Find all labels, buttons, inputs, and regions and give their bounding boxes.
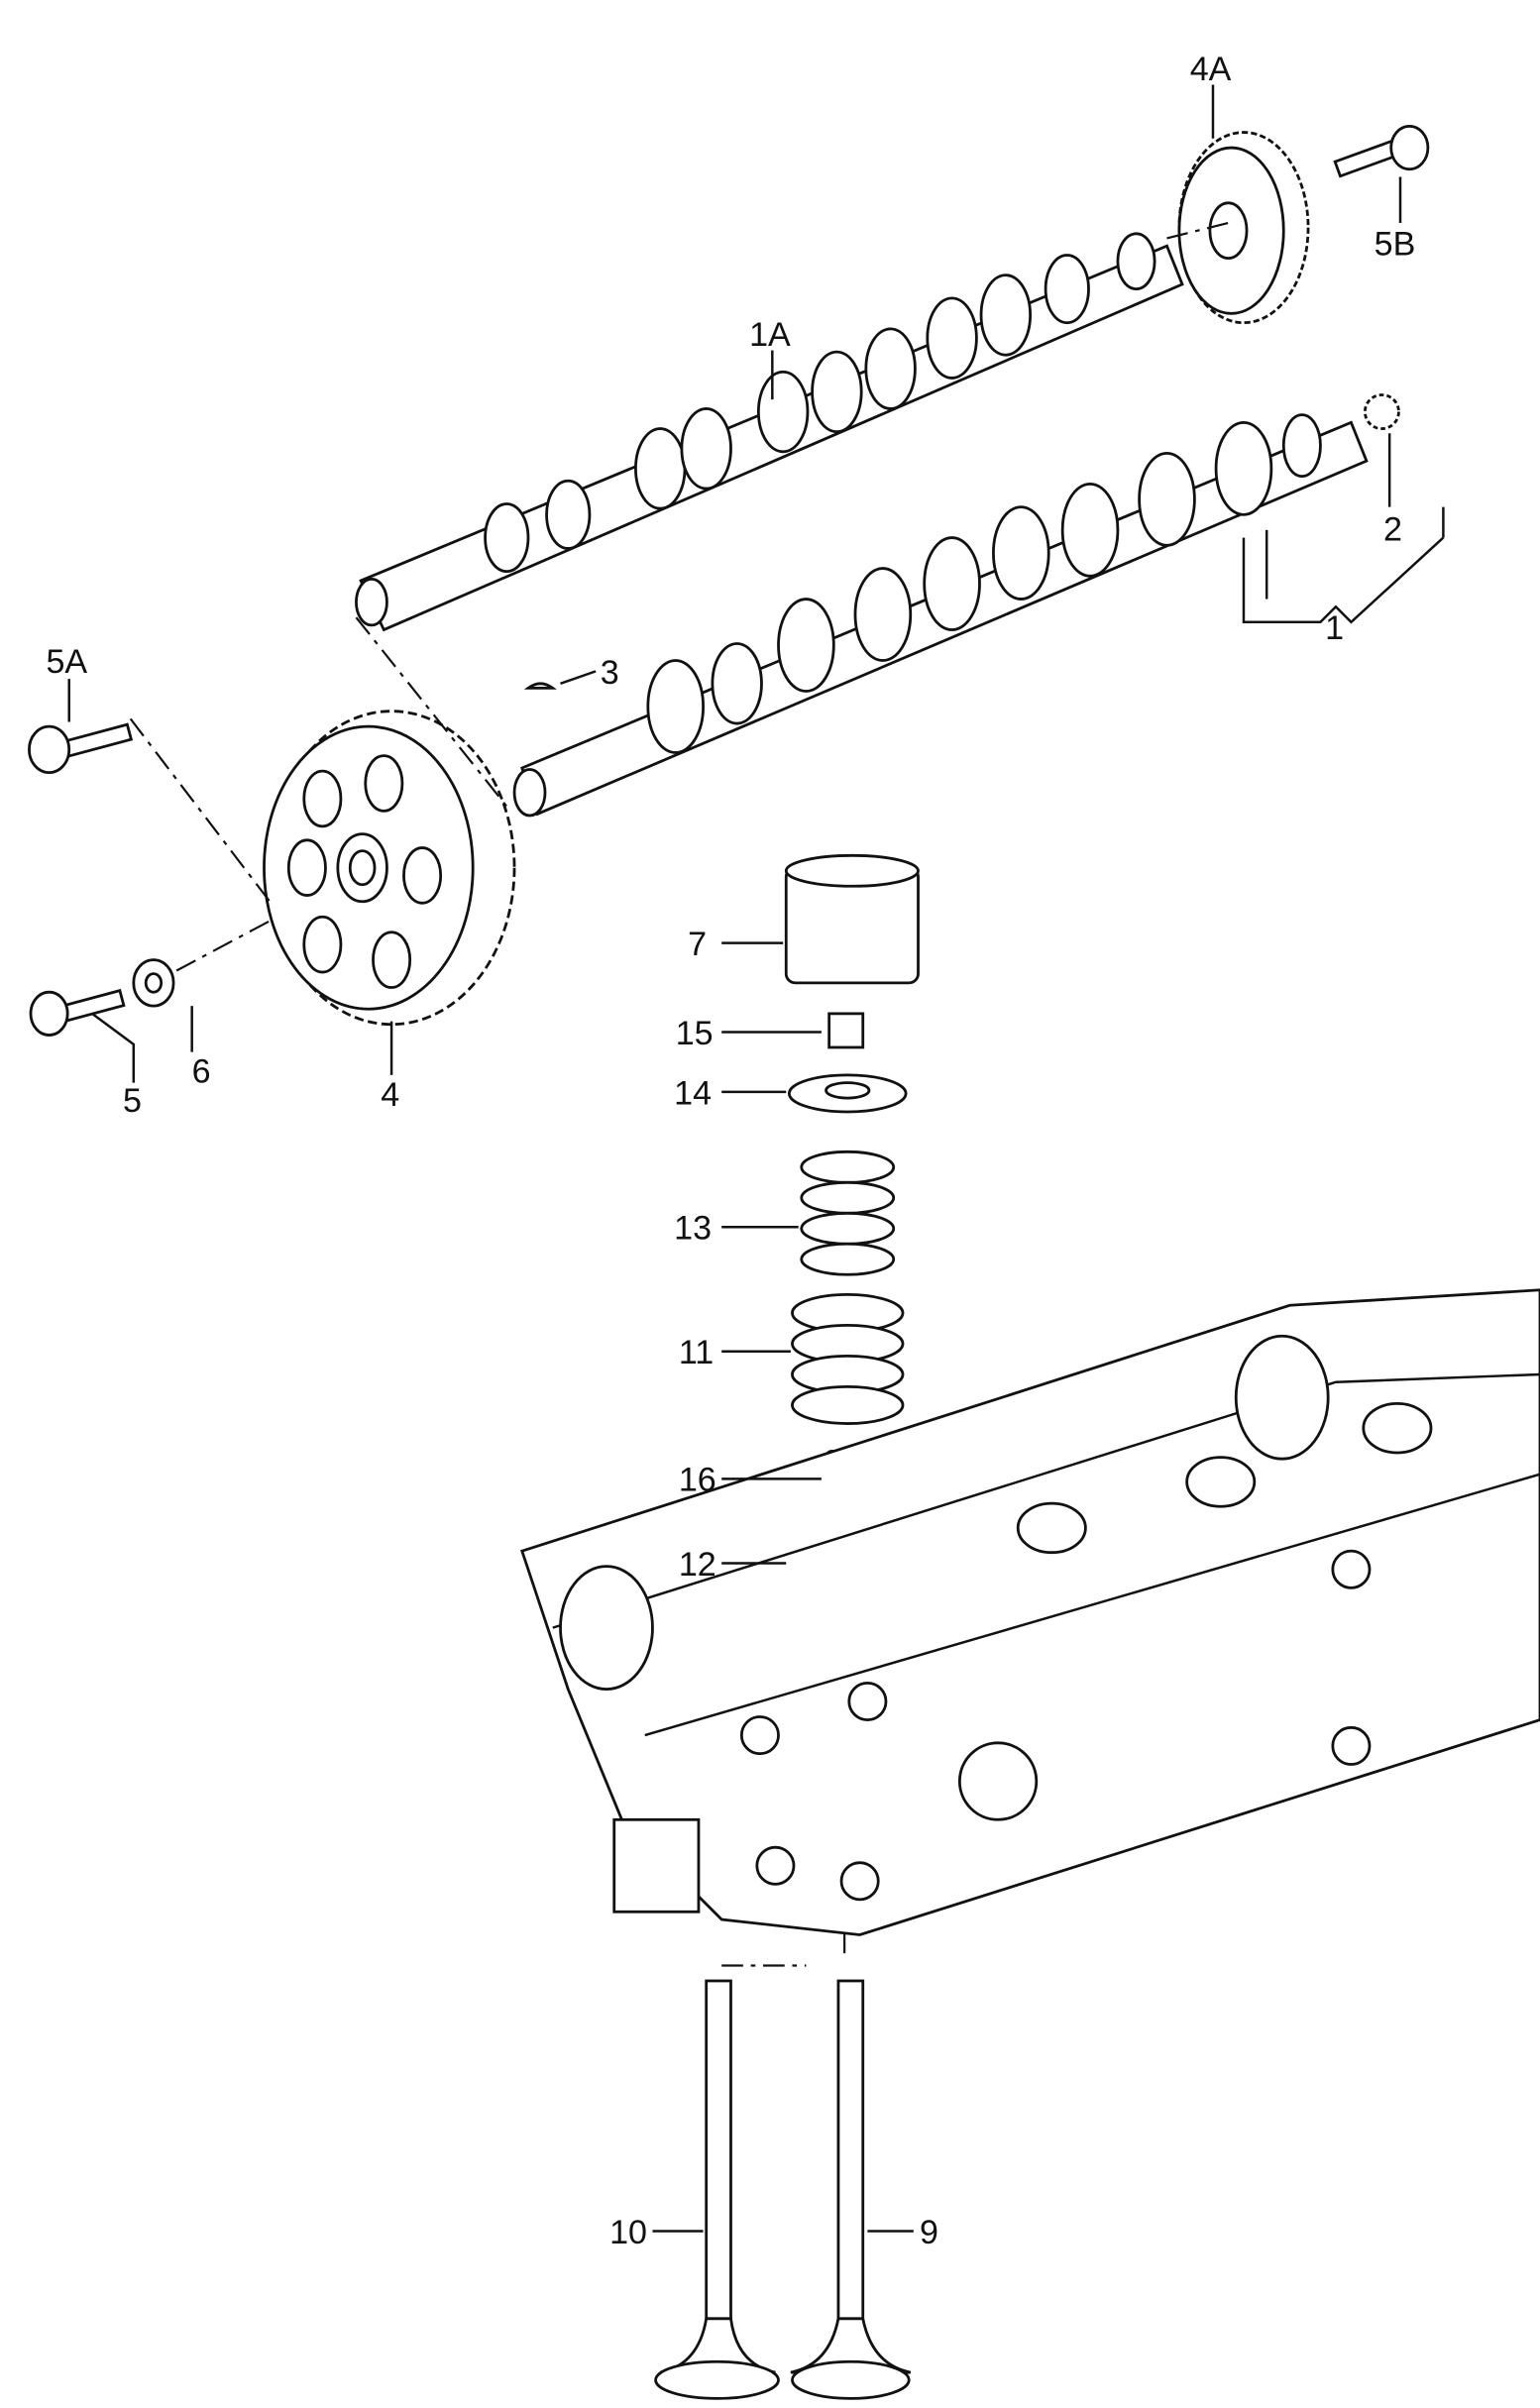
sprocket-4	[263, 710, 516, 1027]
valve-9	[790, 1979, 912, 2400]
label-10: 10	[609, 2214, 647, 2251]
label-5B: 5B	[1375, 226, 1416, 264]
label-14: 14	[674, 1074, 712, 1112]
camshaft-1	[512, 413, 1369, 818]
label-12: 12	[679, 1546, 716, 1584]
label-9: 9	[920, 2214, 938, 2251]
label-5: 5	[123, 1082, 142, 1120]
inner-spring-13	[800, 1149, 896, 1276]
camshaft-1A	[355, 232, 1184, 632]
label-13: 13	[674, 1210, 712, 1248]
spring-retainer-14	[787, 1073, 908, 1114]
outer-spring-11	[791, 1293, 905, 1425]
cylinder-head	[520, 1288, 1540, 1936]
label-1A: 1A	[749, 316, 791, 354]
label-3: 3	[601, 654, 619, 692]
label-15: 15	[676, 1015, 714, 1052]
label-6: 6	[192, 1053, 211, 1091]
label-5A: 5A	[46, 643, 87, 681]
bolt-5	[29, 988, 126, 1037]
washer-6	[132, 958, 175, 1008]
bolt-5A	[28, 722, 134, 775]
cotters-15	[827, 1012, 865, 1049]
label-11: 11	[679, 1334, 714, 1371]
label-7: 7	[688, 926, 707, 963]
valve-10	[654, 1979, 780, 2400]
sprocket-4A	[1177, 131, 1310, 325]
label-1: 1	[1325, 609, 1344, 647]
label-4: 4	[381, 1076, 399, 1114]
label-2: 2	[1383, 511, 1402, 549]
tappet-7	[784, 853, 920, 985]
key-3	[523, 682, 557, 690]
label-16: 16	[679, 1462, 716, 1499]
gear-2	[1363, 393, 1400, 430]
bolt-5B	[1333, 124, 1430, 178]
label-4A: 4A	[1190, 51, 1232, 88]
